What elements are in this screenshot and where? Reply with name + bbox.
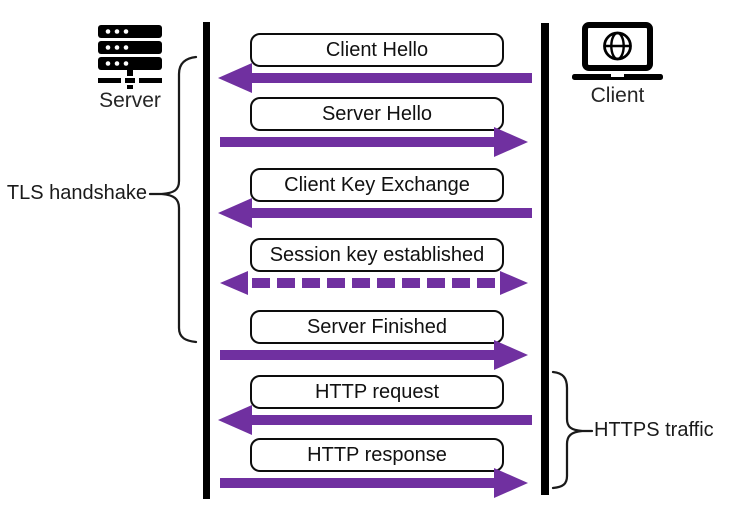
client-lifeline xyxy=(541,23,549,495)
arrowhead-right-icon xyxy=(494,468,528,498)
message-box: Client Hello xyxy=(250,33,504,67)
arrowhead-right-icon xyxy=(494,127,528,157)
arrowhead-left-icon xyxy=(220,271,248,295)
client-label: Client xyxy=(590,84,645,107)
message-box: Server Finished xyxy=(250,310,504,344)
message-row-client-key-exchange: Client Key Exchange xyxy=(0,168,735,232)
https-traffic-label: HTTPS traffic xyxy=(594,419,714,441)
server-lifeline xyxy=(203,22,210,499)
message-row-server-finished: Server Finished xyxy=(0,310,735,374)
message-row-client-hello: Client Hello xyxy=(0,33,735,97)
arrow-bidirectional-dashed xyxy=(220,268,528,298)
globe-icon xyxy=(603,31,632,61)
arrow-to-server xyxy=(218,198,532,228)
arrow-to-client xyxy=(220,340,528,370)
arrowhead-left-icon xyxy=(218,405,252,435)
arrow-to-client xyxy=(220,468,528,498)
laptop-globe-icon xyxy=(572,22,663,80)
message-row-http-request: HTTP request xyxy=(0,375,735,439)
server-label: Server xyxy=(99,89,161,112)
arrowhead-left-icon xyxy=(218,63,252,93)
arrow-to-client xyxy=(220,127,528,157)
message-row-server-hello: Server Hello xyxy=(0,97,735,161)
message-row-http-response: HTTP response xyxy=(0,438,735,502)
message-box: Server Hello xyxy=(250,97,504,131)
arrow-to-server xyxy=(218,63,532,93)
message-box: HTTP request xyxy=(250,375,504,409)
server-rack-icon xyxy=(98,25,162,89)
message-box: Session key established xyxy=(250,238,504,272)
message-box: HTTP response xyxy=(250,438,504,472)
arrowhead-left-icon xyxy=(218,198,252,228)
arrow-to-server xyxy=(218,405,532,435)
arrowhead-right-icon xyxy=(494,340,528,370)
message-row-session-key-established: Session key established xyxy=(0,238,735,302)
message-box: Client Key Exchange xyxy=(250,168,504,202)
arrowhead-right-icon xyxy=(500,271,528,295)
tls-handshake-label: TLS handshake xyxy=(6,182,147,204)
